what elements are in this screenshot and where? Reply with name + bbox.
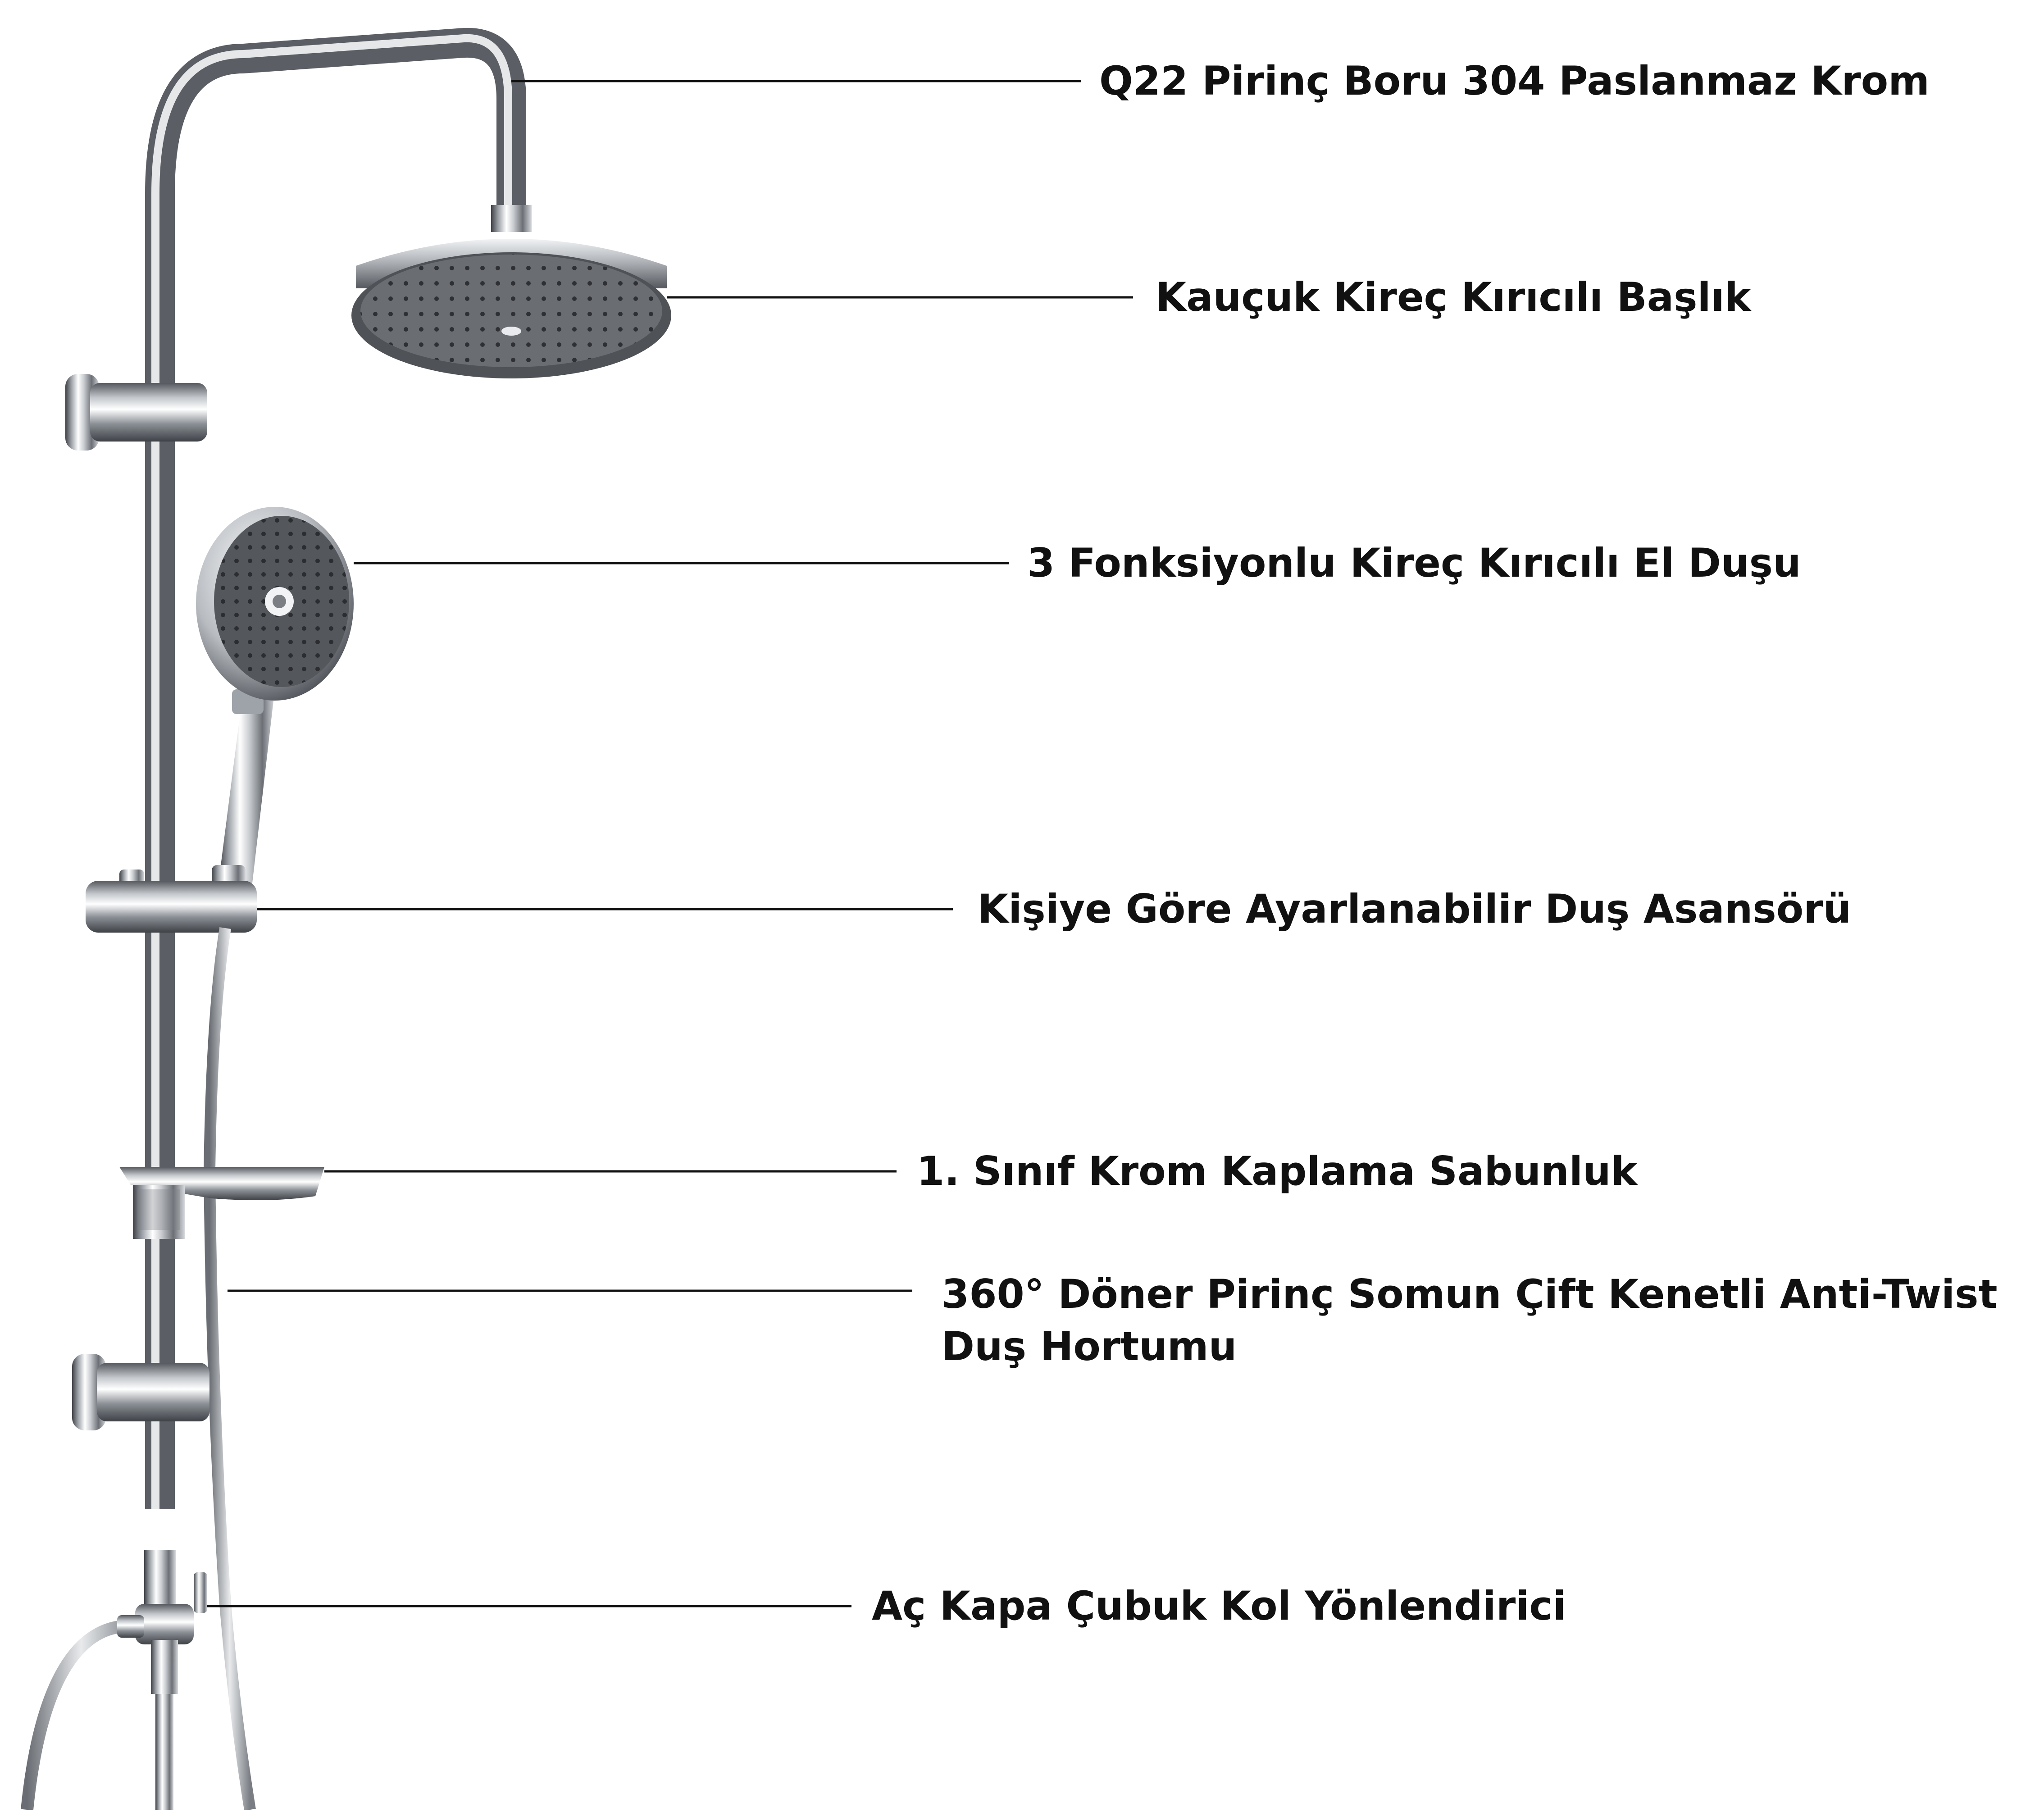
overhead-shower-head xyxy=(351,239,671,378)
lower-wall-bracket xyxy=(72,1354,209,1430)
lower-hose-loop xyxy=(21,1620,136,1811)
callout-label-head: Kauçuk Kireç Kırıcılı Başlık xyxy=(1156,274,1751,320)
soap-dish xyxy=(119,1167,324,1239)
diverter xyxy=(117,1550,207,1694)
callout-label-diverter: Aç Kapa Çubuk Kol Yönlendirici xyxy=(872,1583,1566,1629)
callout-label-hand: 3 Fonksiyonlu Kireç Kırıcılı El Duşu xyxy=(1027,540,1801,586)
callout-label-soap: 1. Sınıf Krom Kaplama Sabunluk xyxy=(917,1148,1638,1194)
upper-pipe-highlight xyxy=(151,34,512,1509)
hand-shower xyxy=(196,507,354,883)
height-slider xyxy=(86,865,257,933)
lower-pipe xyxy=(155,1694,173,1810)
shower-arm-nut xyxy=(491,205,532,232)
upper-wall-bracket xyxy=(65,374,207,451)
shower-hose xyxy=(203,927,256,1811)
callout-label-lift: Kişiye Göre Ayarlanabilir Duş Asansörü xyxy=(978,886,1852,932)
callout-label-pipe: Q22 Pirinç Boru 304 Paslanmaz Krom xyxy=(1099,58,1930,104)
leader-lines xyxy=(207,80,1133,1607)
callout-label-hose: 360° Döner Pirinç Somun Çift Kenetli Ant… xyxy=(942,1271,1998,1370)
